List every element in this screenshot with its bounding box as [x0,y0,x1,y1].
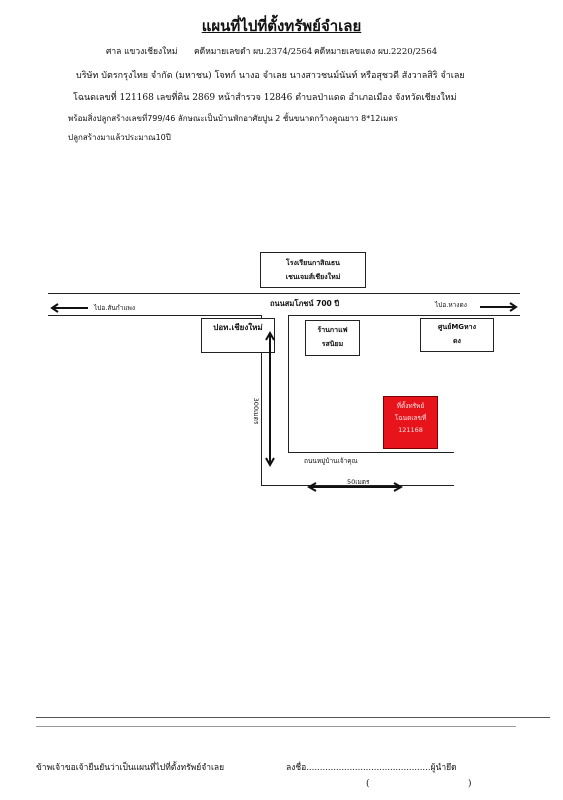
certification-text: ข้าพเจ้าขอเจ้ายืนยันว่าเป็นแผนที่ไปที่ตั… [36,763,225,773]
left-arrow-icon [50,303,88,313]
property-label-line2: โฉนดเลขที่ [394,414,427,422]
side-road-name: ถนนหมู่บ้านเจ้าคุณ [304,457,358,465]
school-name-line1: โรงเรียนกาสิณธน [286,259,340,267]
property-marker: ที่ตั้งทรัพย์ โฉนดเลขที่ 121168 [383,396,438,449]
vertical-distance-label: 300เมตร [252,397,260,425]
name-paren-close: ) [468,779,472,789]
name-paren-open: ( [366,779,370,789]
footer-divider-2 [36,726,516,727]
right-arrow-icon [480,302,518,312]
main-road-name: ถนนสมโภชน์ 700 ปี [270,299,340,308]
main-road-top-edge [48,293,520,294]
seizer-label: ผู้นำยึด [430,763,457,773]
main-road-bottom-edge-right [288,315,520,316]
horizontal-distance-label: 50เมตร [347,478,370,486]
horizontal-distance-arrow-icon [307,482,403,492]
black-case-number: คดีหมายเลขดำ ผบ.2374/2564 [194,47,313,57]
vertical-distance-arrow-icon [265,331,275,467]
main-road-bottom-edge-left [48,315,261,316]
side-road-top-edge [288,452,454,453]
coffee-shop-line1: ร้านกาแฟ [317,326,348,334]
page-title: แผนที่ไปที่ตั้งทรัพย์จำเลย [201,17,362,35]
building-info: พร้อมสิ่งปลูกสร้างเลขที่799/46 ลักษณะเป็… [68,114,398,123]
signature-dots: ........................................… [306,763,431,773]
coffee-shop-box: ร้านกาแฟ รสนิยม [305,320,360,356]
footer-divider [36,717,550,718]
mg-center-line1: ศูนย์MGหาง [437,323,476,331]
signature-label: ลงชื่อ [286,763,307,773]
mg-center-line2: ดง [453,337,461,345]
right-direction-label: ไปอ.หางดง [435,301,467,309]
soi-right-edge [288,315,289,452]
police-station-box: ปอท.เชียงใหม่ [201,318,275,353]
court-name: ศาล แขวงเชียงใหม่ [106,47,178,57]
property-label-line1: ที่ตั้งทรัพย์ [396,402,425,410]
case-parties: บริษัท บัตรกรุงไทย จำกัด (มหาชน) โจทก์ น… [76,71,465,81]
signature-line: ลงชื่อ..................................… [286,760,457,774]
police-station-name: ปอท.เชียงใหม่ [213,323,263,332]
soi-left-edge [261,315,262,485]
side-road-bottom-edge [261,485,454,486]
school-name-line2: เชนเจมส์เชียงใหม่ [285,273,341,281]
deed-info: โฉนดเลขที่ 121168 เลขที่ดิน 2869 หน้าสำร… [73,93,457,103]
school-label-box: โรงเรียนกาสิณธน เชนเจมส์เชียงใหม่ [260,252,366,288]
building-age: ปลูกสร้างมาแล้วประมาณ10ปี [68,133,171,142]
coffee-shop-line2: รสนิยม [321,340,344,348]
red-case-number: คดีหมายเลขแดง ผบ.2220/2564 [314,47,438,57]
left-direction-label: ไปอ.สันกำแพง [94,304,136,312]
mg-center-box: ศูนย์MGหาง ดง [420,318,494,352]
property-label-line3: 121168 [398,426,423,434]
